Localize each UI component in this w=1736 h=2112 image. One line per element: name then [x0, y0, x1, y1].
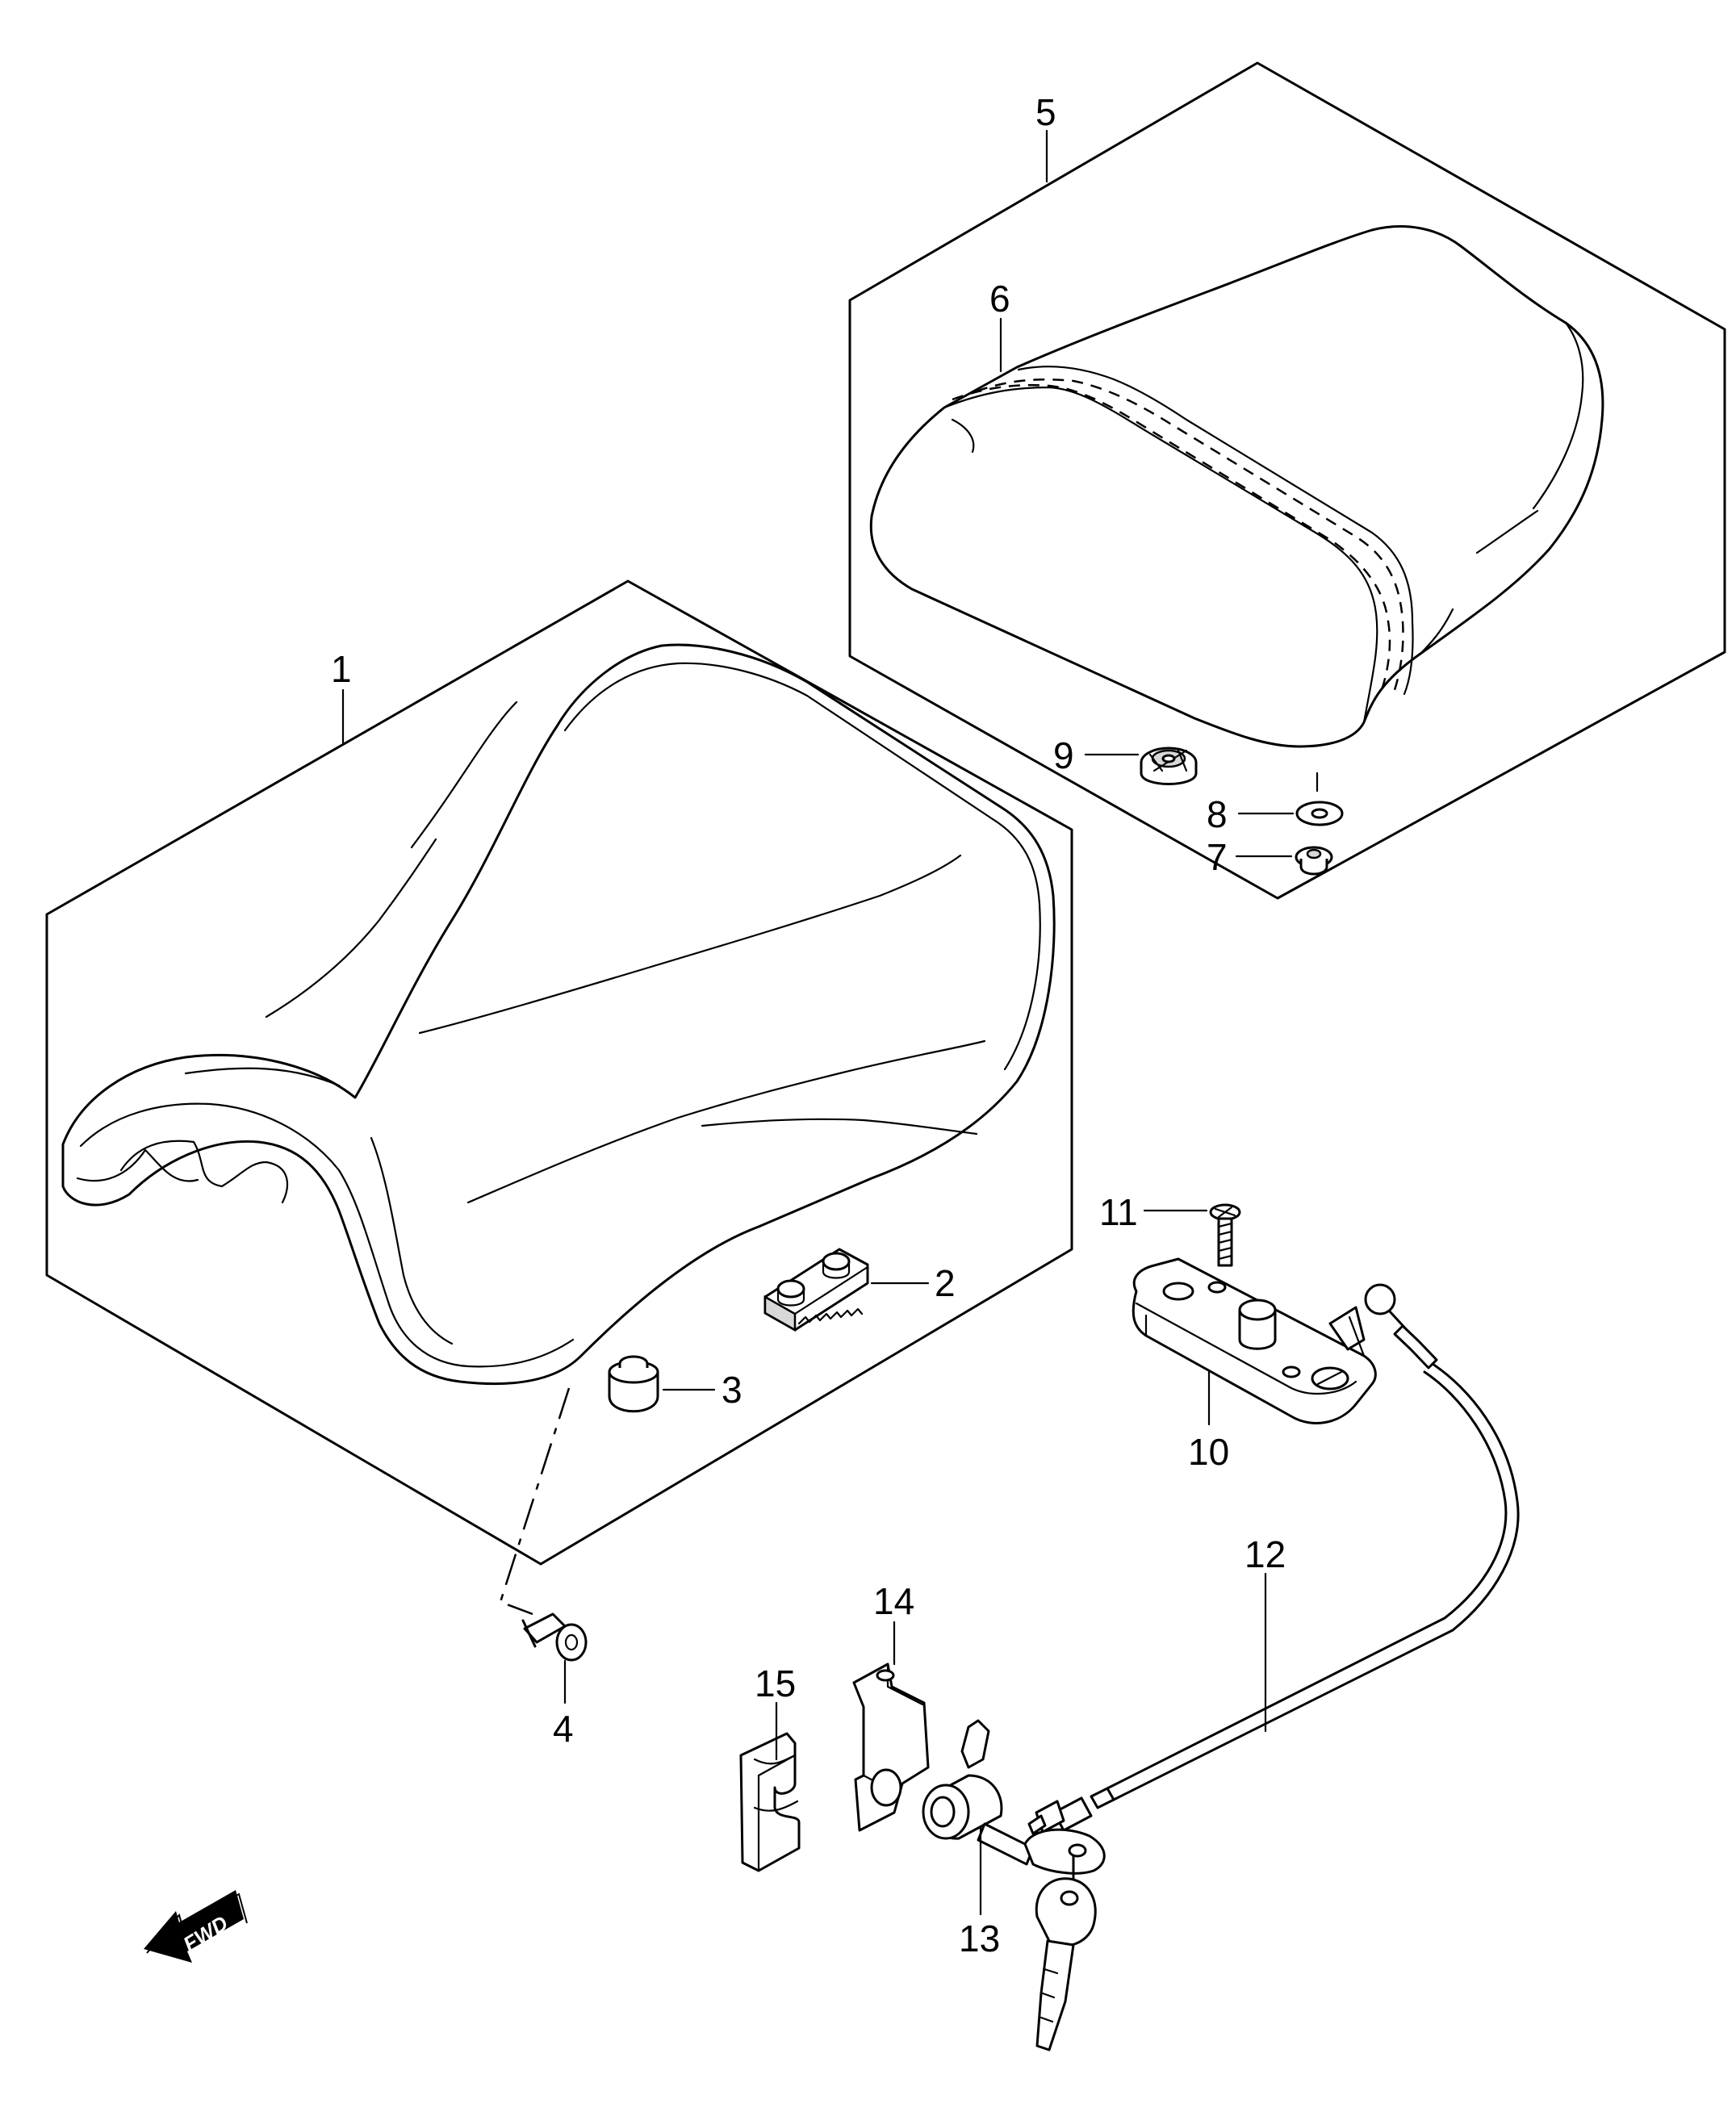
part-15-clip [739, 1732, 801, 1872]
part-7-nut [1295, 846, 1333, 876]
rear-seat-group-frame [848, 61, 1726, 900]
callout-3: 3 [722, 1369, 743, 1411]
callout-15: 15 [755, 1662, 796, 1704]
callout-13: 13 [959, 1918, 1000, 1959]
callout-8: 8 [1207, 793, 1228, 835]
part-8-washer [1295, 772, 1344, 826]
callout-2: 2 [935, 1262, 956, 1304]
callout-7: 7 [1207, 836, 1228, 878]
rear-seat [869, 225, 1604, 748]
part-13-lock-set [922, 1719, 1106, 2051]
callout-6: 6 [989, 278, 1010, 320]
front-seat-to-bolt-centerline [499, 1387, 571, 1616]
leader-lines [341, 129, 1295, 1916]
part-10-lock-bracket [1132, 1257, 1377, 1424]
part-14-bracket [852, 1662, 930, 1832]
front-seat-group-frame [45, 579, 1073, 1566]
callout-10: 10 [1188, 1431, 1229, 1473]
callout-12: 12 [1244, 1533, 1286, 1575]
part-4-bolt [521, 1612, 588, 1662]
callout-11: 11 [1099, 1191, 1138, 1233]
part-12-cable [1027, 1283, 1520, 1835]
callout-9: 9 [1053, 734, 1074, 776]
callout-14: 14 [873, 1580, 914, 1622]
callout-5: 5 [1035, 91, 1056, 133]
part-11-screw [1209, 1203, 1241, 1267]
fwd-arrow-icon: FWD [144, 1890, 248, 1963]
part-3-cushion [608, 1355, 659, 1413]
callout-labels: 1 2 3 4 5 6 7 8 9 10 11 12 13 14 15 [331, 91, 1286, 1959]
callout-4: 4 [553, 1708, 574, 1750]
part-9-spacer [1140, 747, 1198, 785]
part-2-bumper [763, 1248, 869, 1332]
front-seat [61, 643, 1056, 1386]
callout-1: 1 [331, 648, 352, 690]
